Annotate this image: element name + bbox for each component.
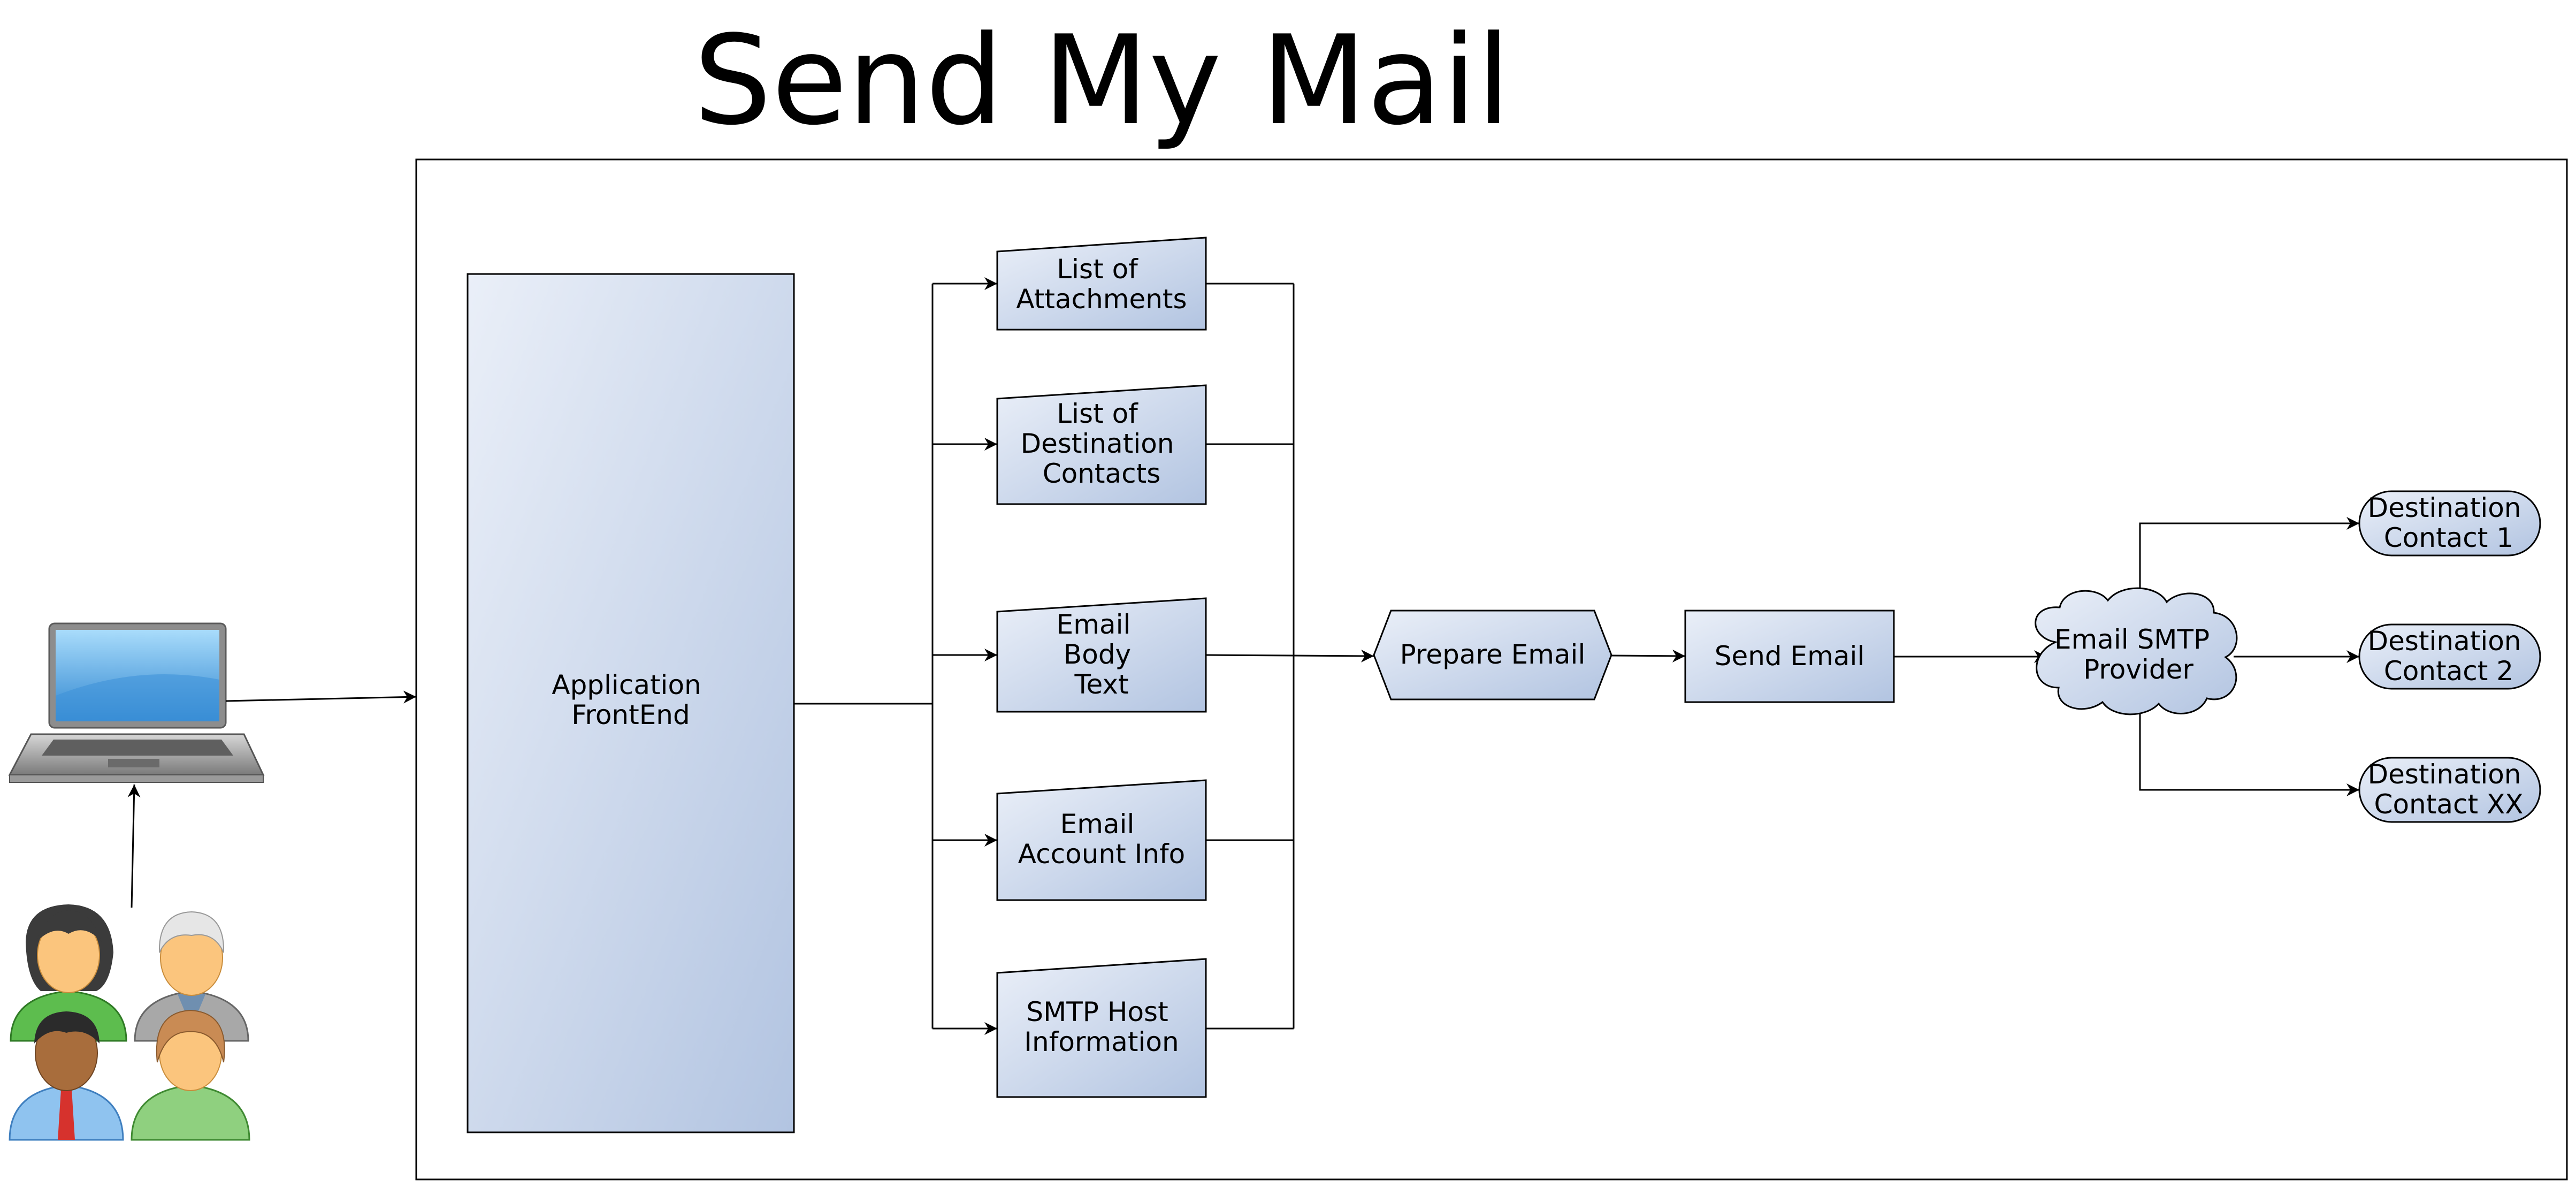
node-label-line: Destination — [1021, 428, 1174, 459]
node-label-line: Contact XX — [2374, 789, 2524, 820]
node-label-line: SMTP Host — [1026, 996, 1168, 1027]
node-label-line: Provider — [2083, 654, 2193, 685]
node-label-line: Body — [1064, 639, 1131, 670]
node-label-line: Contact 2 — [2384, 656, 2513, 687]
edge-users-to-laptop — [127, 784, 141, 908]
node-prepare-email: Prepare Email — [1373, 610, 1612, 700]
node-email-body-text: Email Body Text — [996, 597, 1207, 713]
svg-text:List of Attachments: List of Attachments — [1016, 254, 1187, 315]
svg-text:Destination Contact 2: Destination Contact 2 — [2368, 626, 2530, 687]
svg-text:List of Destination: List of Destination Contacts — [1021, 398, 1183, 489]
cloud-icon — [2035, 587, 2238, 715]
node-smtp-host-information: SMTP Host Information — [996, 958, 1207, 1098]
node-application-frontend: Application FrontEnd — [467, 273, 795, 1133]
users-group-icon — [9, 904, 250, 1141]
node-destination-contact-2: Destination Contact 2 — [2358, 623, 2541, 690]
laptop-icon — [8, 622, 265, 783]
diagram-title: Send My Mail — [693, 10, 1510, 153]
node-label-line: Information — [1024, 1026, 1179, 1057]
node-send-email: Send Email — [1684, 610, 1895, 703]
node-destination-contact-xx: Destination Contact XX — [2358, 757, 2541, 823]
user-figure — [131, 1009, 250, 1141]
node-destination-contact-1: Destination Contact 1 — [2358, 490, 2541, 557]
svg-text:Email SMTP Provider: Email SMTP Provider — [2054, 624, 2218, 685]
node-label-line: Destination — [2368, 759, 2521, 790]
node-label-line: Send Email — [1715, 641, 1865, 672]
node-label-line: Email — [1060, 809, 1135, 840]
node-label-line: Text — [1074, 669, 1128, 700]
svg-text:Destination Contact XX: Destination Contact XX — [2368, 759, 2530, 820]
edge-to-destination-xx — [2139, 711, 2359, 796]
svg-text:Application FrontEnd: Application FrontEnd — [552, 669, 709, 730]
node-label-line: FrontEnd — [571, 699, 690, 730]
user-figure — [9, 1011, 124, 1141]
node-label-line: Destination — [2368, 492, 2521, 523]
node-email-account-info: Email Account Info — [996, 779, 1207, 901]
node-label-line: Contacts — [1043, 458, 1161, 489]
svg-text:Email Account Info: Email Account Info — [1018, 809, 1185, 870]
node-label-line: Attachments — [1016, 284, 1187, 315]
edge-laptop-to-system — [225, 690, 417, 704]
node-label-line: Contact 1 — [2384, 522, 2513, 553]
node-email-smtp-provider: Email SMTP Provider — [2035, 587, 2238, 715]
system-boundary — [415, 158, 2568, 1181]
node-list-of-attachments: List of Attachments — [996, 237, 1207, 331]
edge-to-prepare-email — [1205, 649, 1374, 662]
node-label-line: Application — [552, 669, 701, 700]
node-label-line: Email SMTP — [2054, 624, 2210, 655]
node-label-line: Destination — [2368, 626, 2521, 657]
node-label-line: List of — [1057, 254, 1138, 285]
node-label-line: Prepare Email — [1400, 639, 1586, 670]
edge-to-destination-1 — [2139, 517, 2359, 604]
node-label-line: List of — [1057, 398, 1138, 429]
node-list-of-destination-contacts: List of Destination Contacts — [996, 384, 1207, 505]
svg-text:Destination Contact 1: Destination Contact 1 — [2368, 492, 2530, 553]
node-label-line: Email — [1057, 609, 1131, 640]
svg-text:SMTP Host Information: SMTP Host Information — [1024, 996, 1179, 1057]
node-label-line: Account Info — [1018, 839, 1185, 870]
svg-text:Email Body Text: Email Body Text — [1057, 609, 1140, 700]
